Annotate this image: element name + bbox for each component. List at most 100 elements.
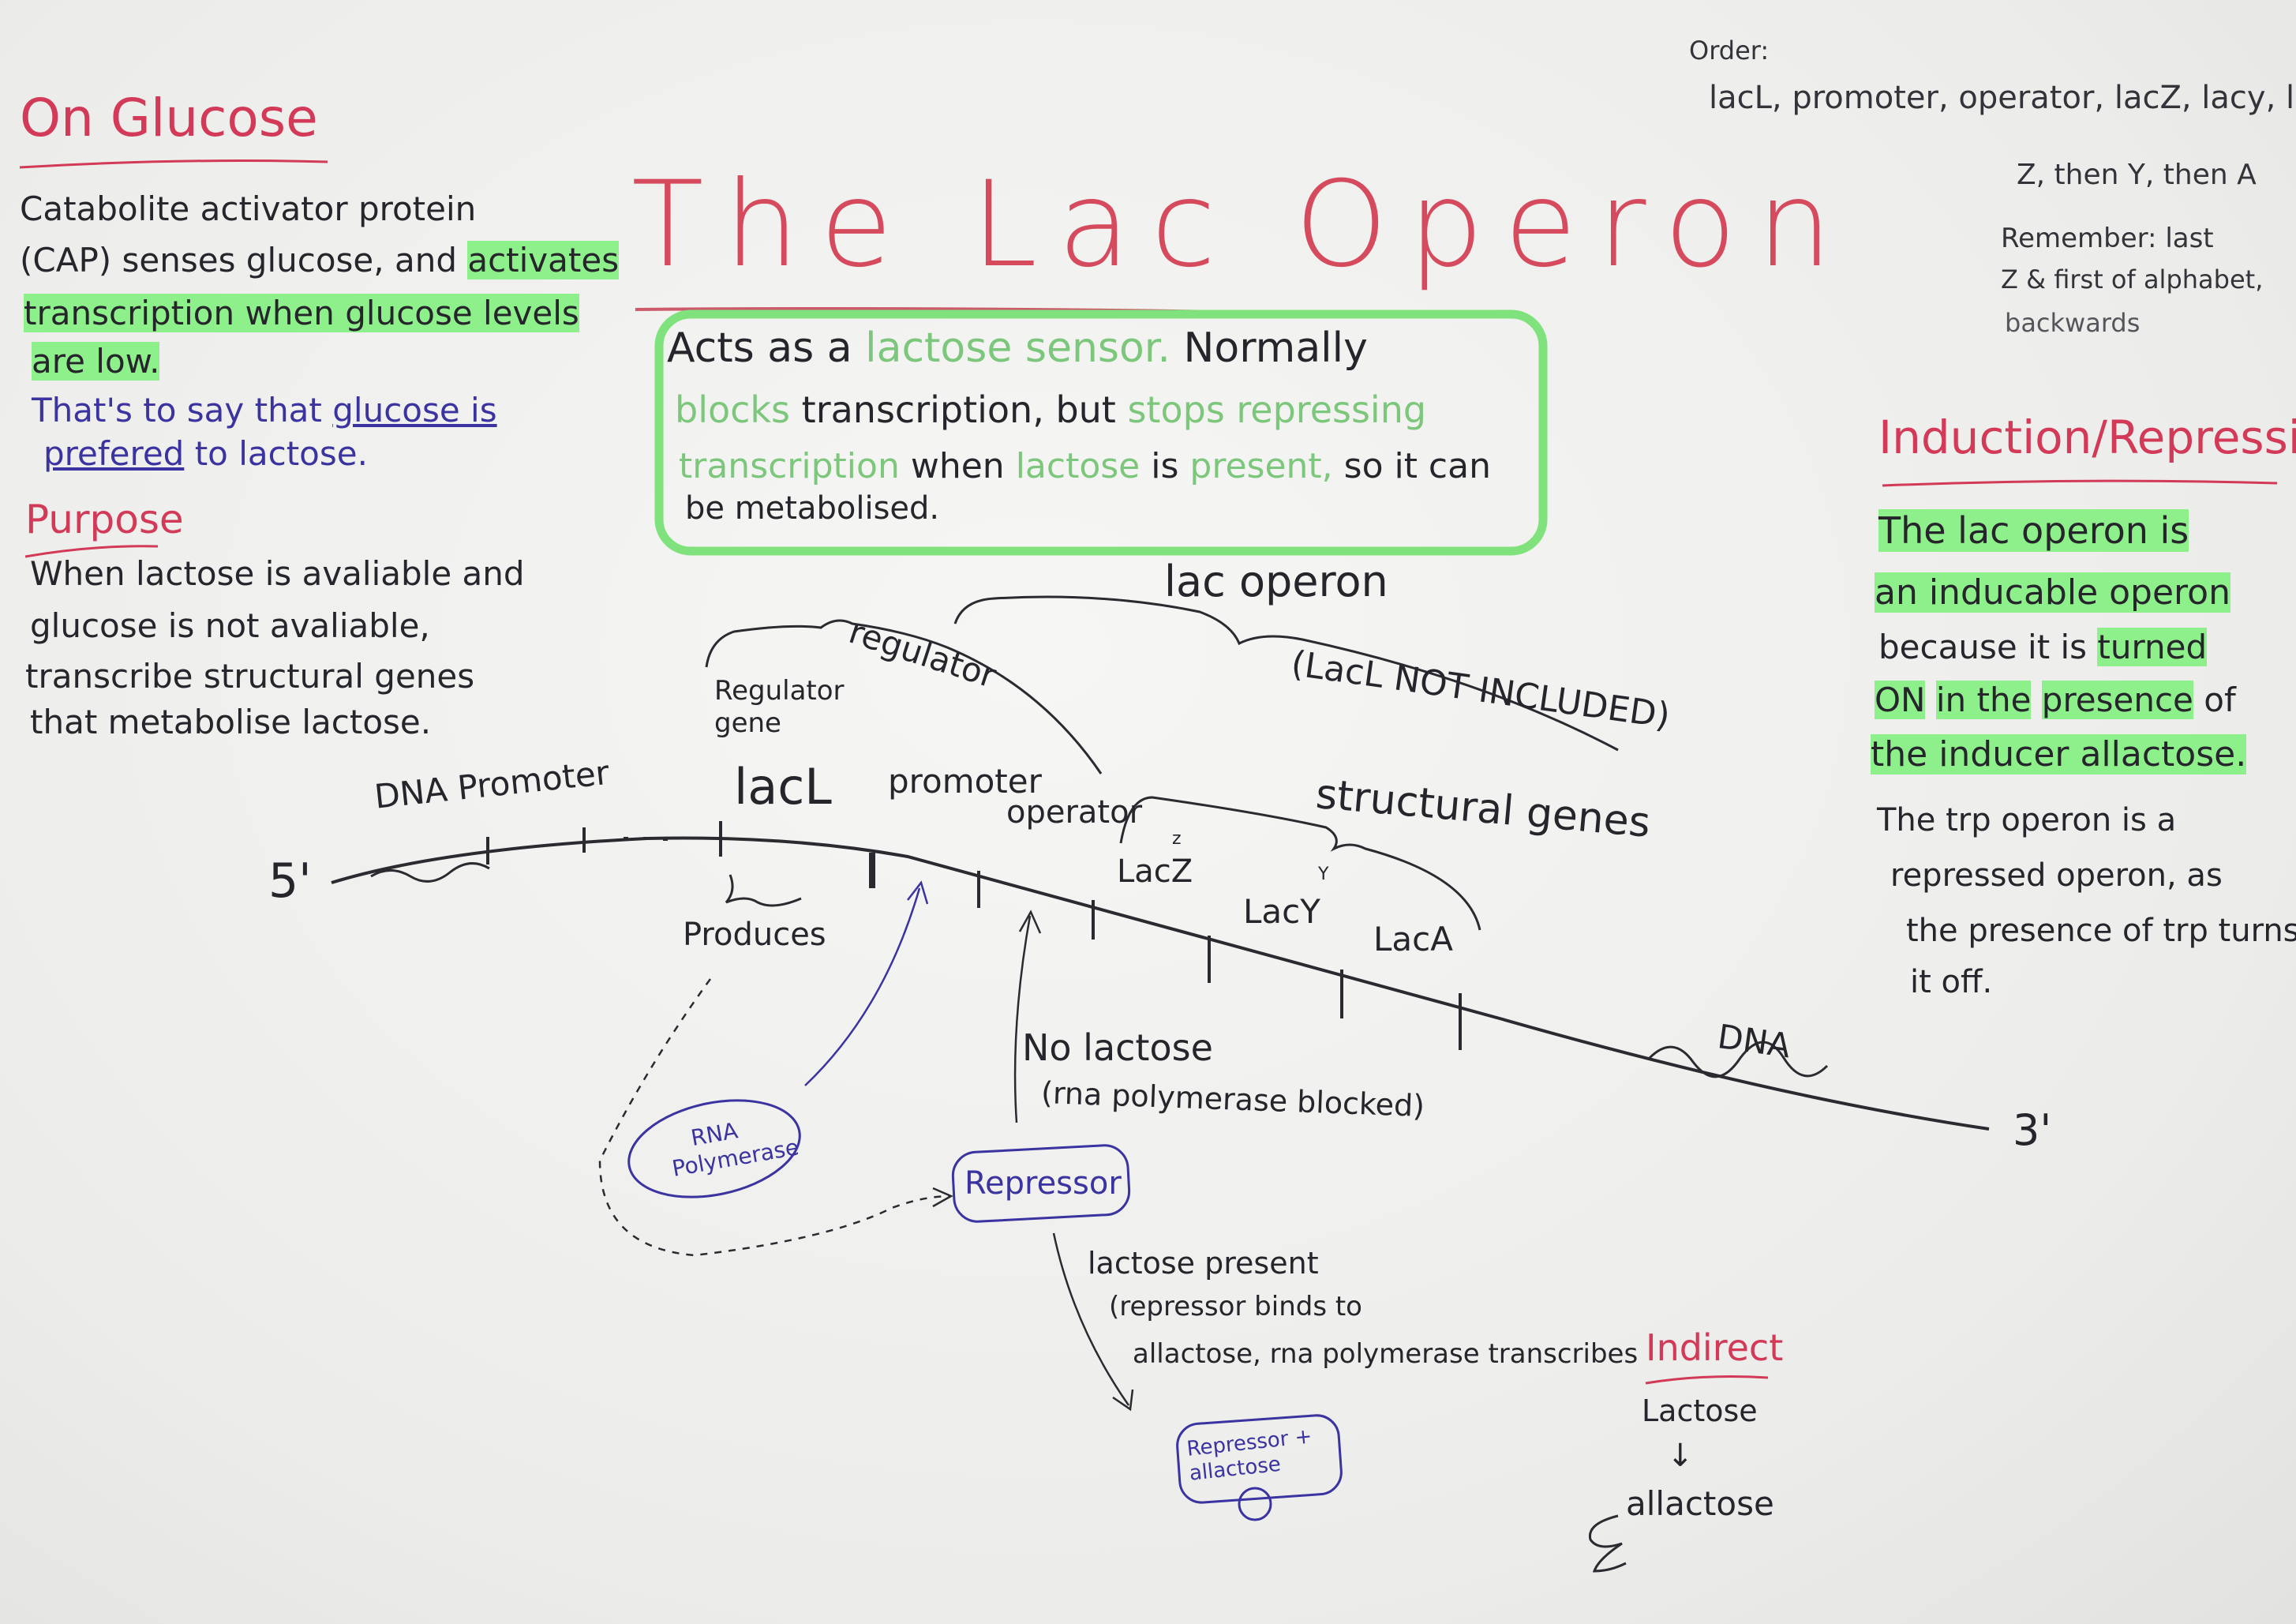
- induction-line-8: the presence of trp turns: [1906, 913, 2296, 949]
- repressor-box: [951, 1144, 1131, 1223]
- summary-text: blocks: [675, 388, 791, 431]
- rna-pol-arrowhead: [907, 880, 929, 905]
- summary-text: when: [910, 446, 1005, 486]
- dna-wiggle-right: [1648, 1041, 1829, 1078]
- rna-pol-arrow: [804, 887, 921, 1086]
- order-heading: Order:: [1689, 36, 1770, 66]
- lactose-present-label: lactose present: [1088, 1246, 1319, 1281]
- lactose-present-arrowhead: [1112, 1389, 1134, 1412]
- induction-line-2: an inducable operon: [1875, 572, 2230, 614]
- induction-highlight: ON: [1875, 681, 1926, 719]
- summary-text: present,: [1189, 446, 1333, 486]
- five-prime-label: 5': [268, 853, 312, 909]
- induction-line-5: the inducer allactose.: [1871, 734, 2247, 776]
- repressor-up-arrow: [1013, 915, 1032, 1123]
- indirect-underline: [1645, 1375, 1769, 1385]
- summary-text: lactose: [1015, 446, 1141, 486]
- on-glucose-line-2: (CAP) senses glucose, and activates: [20, 241, 620, 280]
- summary-text: transcription, but: [801, 388, 1116, 431]
- summary-text: stops repressing: [1127, 388, 1427, 431]
- indirect-label: Indirect: [1646, 1326, 1784, 1369]
- on-glucose-underlined: glucose is: [332, 391, 497, 429]
- repressor-binds-label-2: allactose, rna polymerase transcribes: [1133, 1338, 1639, 1370]
- rna-polymerase-ellipse: [627, 1099, 801, 1198]
- on-glucose-line-4: are low.: [32, 342, 160, 381]
- summary-text: Acts as a: [667, 324, 852, 372]
- promoter-label: promoter: [888, 762, 1042, 801]
- on-glucose-text: That's to say that: [32, 391, 322, 429]
- repressor-up-arrowhead: [1018, 910, 1042, 934]
- on-glucose-line-6: prefered to lactose.: [43, 434, 368, 474]
- regulator-brace: [705, 619, 1103, 774]
- induction-highlight: presence: [2041, 681, 2193, 719]
- summary-line-1: Acts as a lactose sensor. Normally: [667, 324, 1368, 373]
- produces-squiggle: [725, 874, 802, 907]
- on-glucose-underlined: prefered: [43, 434, 185, 473]
- induction-line-6: The trp operon is a: [1877, 802, 2177, 838]
- on-glucose-line-3: transcription when glucose levels: [24, 294, 579, 333]
- summary-text: Normally: [1183, 324, 1368, 372]
- produces-label: Produces: [683, 917, 826, 953]
- purpose-line-3: transcribe structural genes: [25, 657, 475, 696]
- lactose-present-arrow: [1052, 1232, 1130, 1406]
- lacy-small-label: Y: [1318, 865, 1329, 884]
- induction-text: because it is: [1878, 628, 2088, 666]
- lac-operon-brace: [953, 595, 1619, 752]
- summary-text: lactose sensor.: [865, 324, 1170, 372]
- on-glucose-line-1: Catabolite activator protein: [20, 189, 477, 228]
- order-line-2: Z, then Y, then A: [2017, 159, 2257, 191]
- operator-label: operator: [1006, 794, 1143, 831]
- laca-label: LacA: [1373, 920, 1453, 958]
- purpose-line-2: glucose is not avaliable,: [30, 606, 430, 645]
- page-title: The Lac Operon: [631, 156, 1853, 294]
- dna-wiggle-left: [370, 862, 490, 883]
- induction-highlight: turned: [2097, 628, 2208, 666]
- lacl-label: lacL: [734, 758, 832, 816]
- purpose-line-4: that metabolise lactose.: [30, 703, 432, 741]
- summary-text: is: [1151, 446, 1179, 486]
- allactose-label: allactose: [1626, 1484, 1774, 1523]
- allactose-circle: [1238, 1487, 1272, 1521]
- lacz-label: LacZ: [1117, 853, 1193, 890]
- dna-dots: [624, 837, 668, 841]
- lacy-label: LacY: [1243, 892, 1320, 931]
- induction-line-7: repressed operon, as: [1890, 857, 2223, 894]
- structural-genes-brace: [1119, 796, 1481, 931]
- induction-line-1: The lac operon is: [1878, 509, 2189, 553]
- on-glucose-highlight: are low.: [32, 342, 160, 381]
- induction-line-9: it off.: [1910, 964, 1993, 1000]
- order-line-4: Z & first of alphabet,: [2001, 264, 2264, 294]
- repressor-binds-label-1: (repressor binds to: [1109, 1291, 1362, 1322]
- gene-boundary-ticks: [486, 821, 1462, 1050]
- lacz-small-label: z: [1172, 829, 1182, 849]
- three-prime-label: 3': [2013, 1105, 2052, 1155]
- induction-text: of: [2204, 681, 2236, 719]
- order-line-5: backwards: [2005, 308, 2141, 338]
- regulator-gene-label: Regulator gene: [714, 675, 845, 739]
- on-glucose-line-5: That's to say that glucose is: [32, 391, 497, 430]
- dashed-arrowhead: [932, 1187, 953, 1208]
- induction-highlight: the inducer allactose.: [1871, 734, 2247, 774]
- induction-heading: Induction/Repression: [1878, 411, 2296, 464]
- no-lactose-label: No lactose: [1022, 1026, 1213, 1069]
- summary-line-3: transcription when lactose is present, s…: [679, 446, 1491, 488]
- down-arrow: ↓: [1667, 1438, 1694, 1474]
- induction-line-3: because it is turned: [1878, 628, 2208, 667]
- purpose-heading: Purpose: [25, 497, 184, 542]
- on-glucose-highlight: activates: [467, 241, 620, 279]
- repressor-label: Repressor: [964, 1165, 1122, 1202]
- order-line-1: lacL, promoter, operator, lacZ, lacy, la…: [1709, 80, 2296, 116]
- summary-text: so it can: [1343, 446, 1491, 486]
- allactose-squiggle: [1588, 1514, 1627, 1573]
- repressor-allactose-box: [1176, 1414, 1343, 1504]
- on-glucose-text: (CAP) senses glucose, and: [20, 241, 457, 279]
- lactose-sensor-box: [654, 309, 1548, 556]
- on-glucose-underline: [19, 159, 328, 169]
- induction-line-4: ON in the presence of: [1875, 681, 2236, 720]
- summary-line-2: blocks transcription, but stops repressi…: [675, 388, 1426, 432]
- summary-text: transcription: [679, 446, 900, 486]
- purpose-underline: [24, 545, 159, 558]
- induction-highlight: The lac operon is: [1878, 509, 2189, 552]
- order-line-3: Remember: last: [2001, 223, 2214, 254]
